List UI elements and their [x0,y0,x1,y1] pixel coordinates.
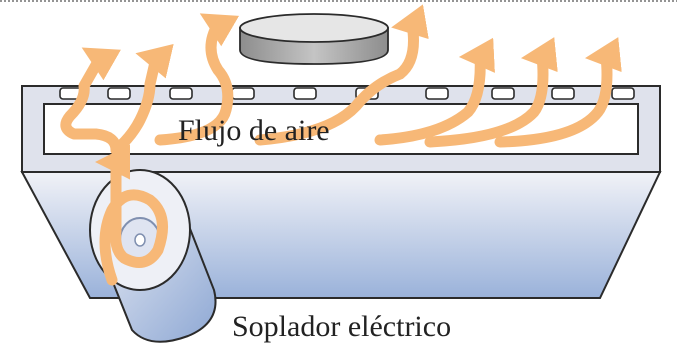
blower-motor-inner [134,233,146,247]
air-hole [425,87,449,100]
air-hole [293,87,317,100]
airflow-arrow [110,44,174,156]
air-hole [491,87,515,100]
blower-label: Soplador eléctrico [232,310,451,343]
airflow-arrow [154,13,240,146]
air-hole [611,87,635,100]
airflow-label: Flujo de aire [178,114,330,147]
puck-top [239,13,389,43]
air-hole [551,87,575,100]
air-hole [107,87,131,100]
airflow-arrow [60,47,122,156]
puck [239,13,389,65]
air-hole [231,87,255,100]
air-hole [169,87,193,100]
airflow-arrows [60,4,622,286]
airflow-arrow [374,37,495,146]
airflow-arrow [254,4,429,146]
airflow-arrow [494,37,622,148]
airflow-arrow-blower [94,144,168,286]
airflow-arrow [424,37,558,148]
